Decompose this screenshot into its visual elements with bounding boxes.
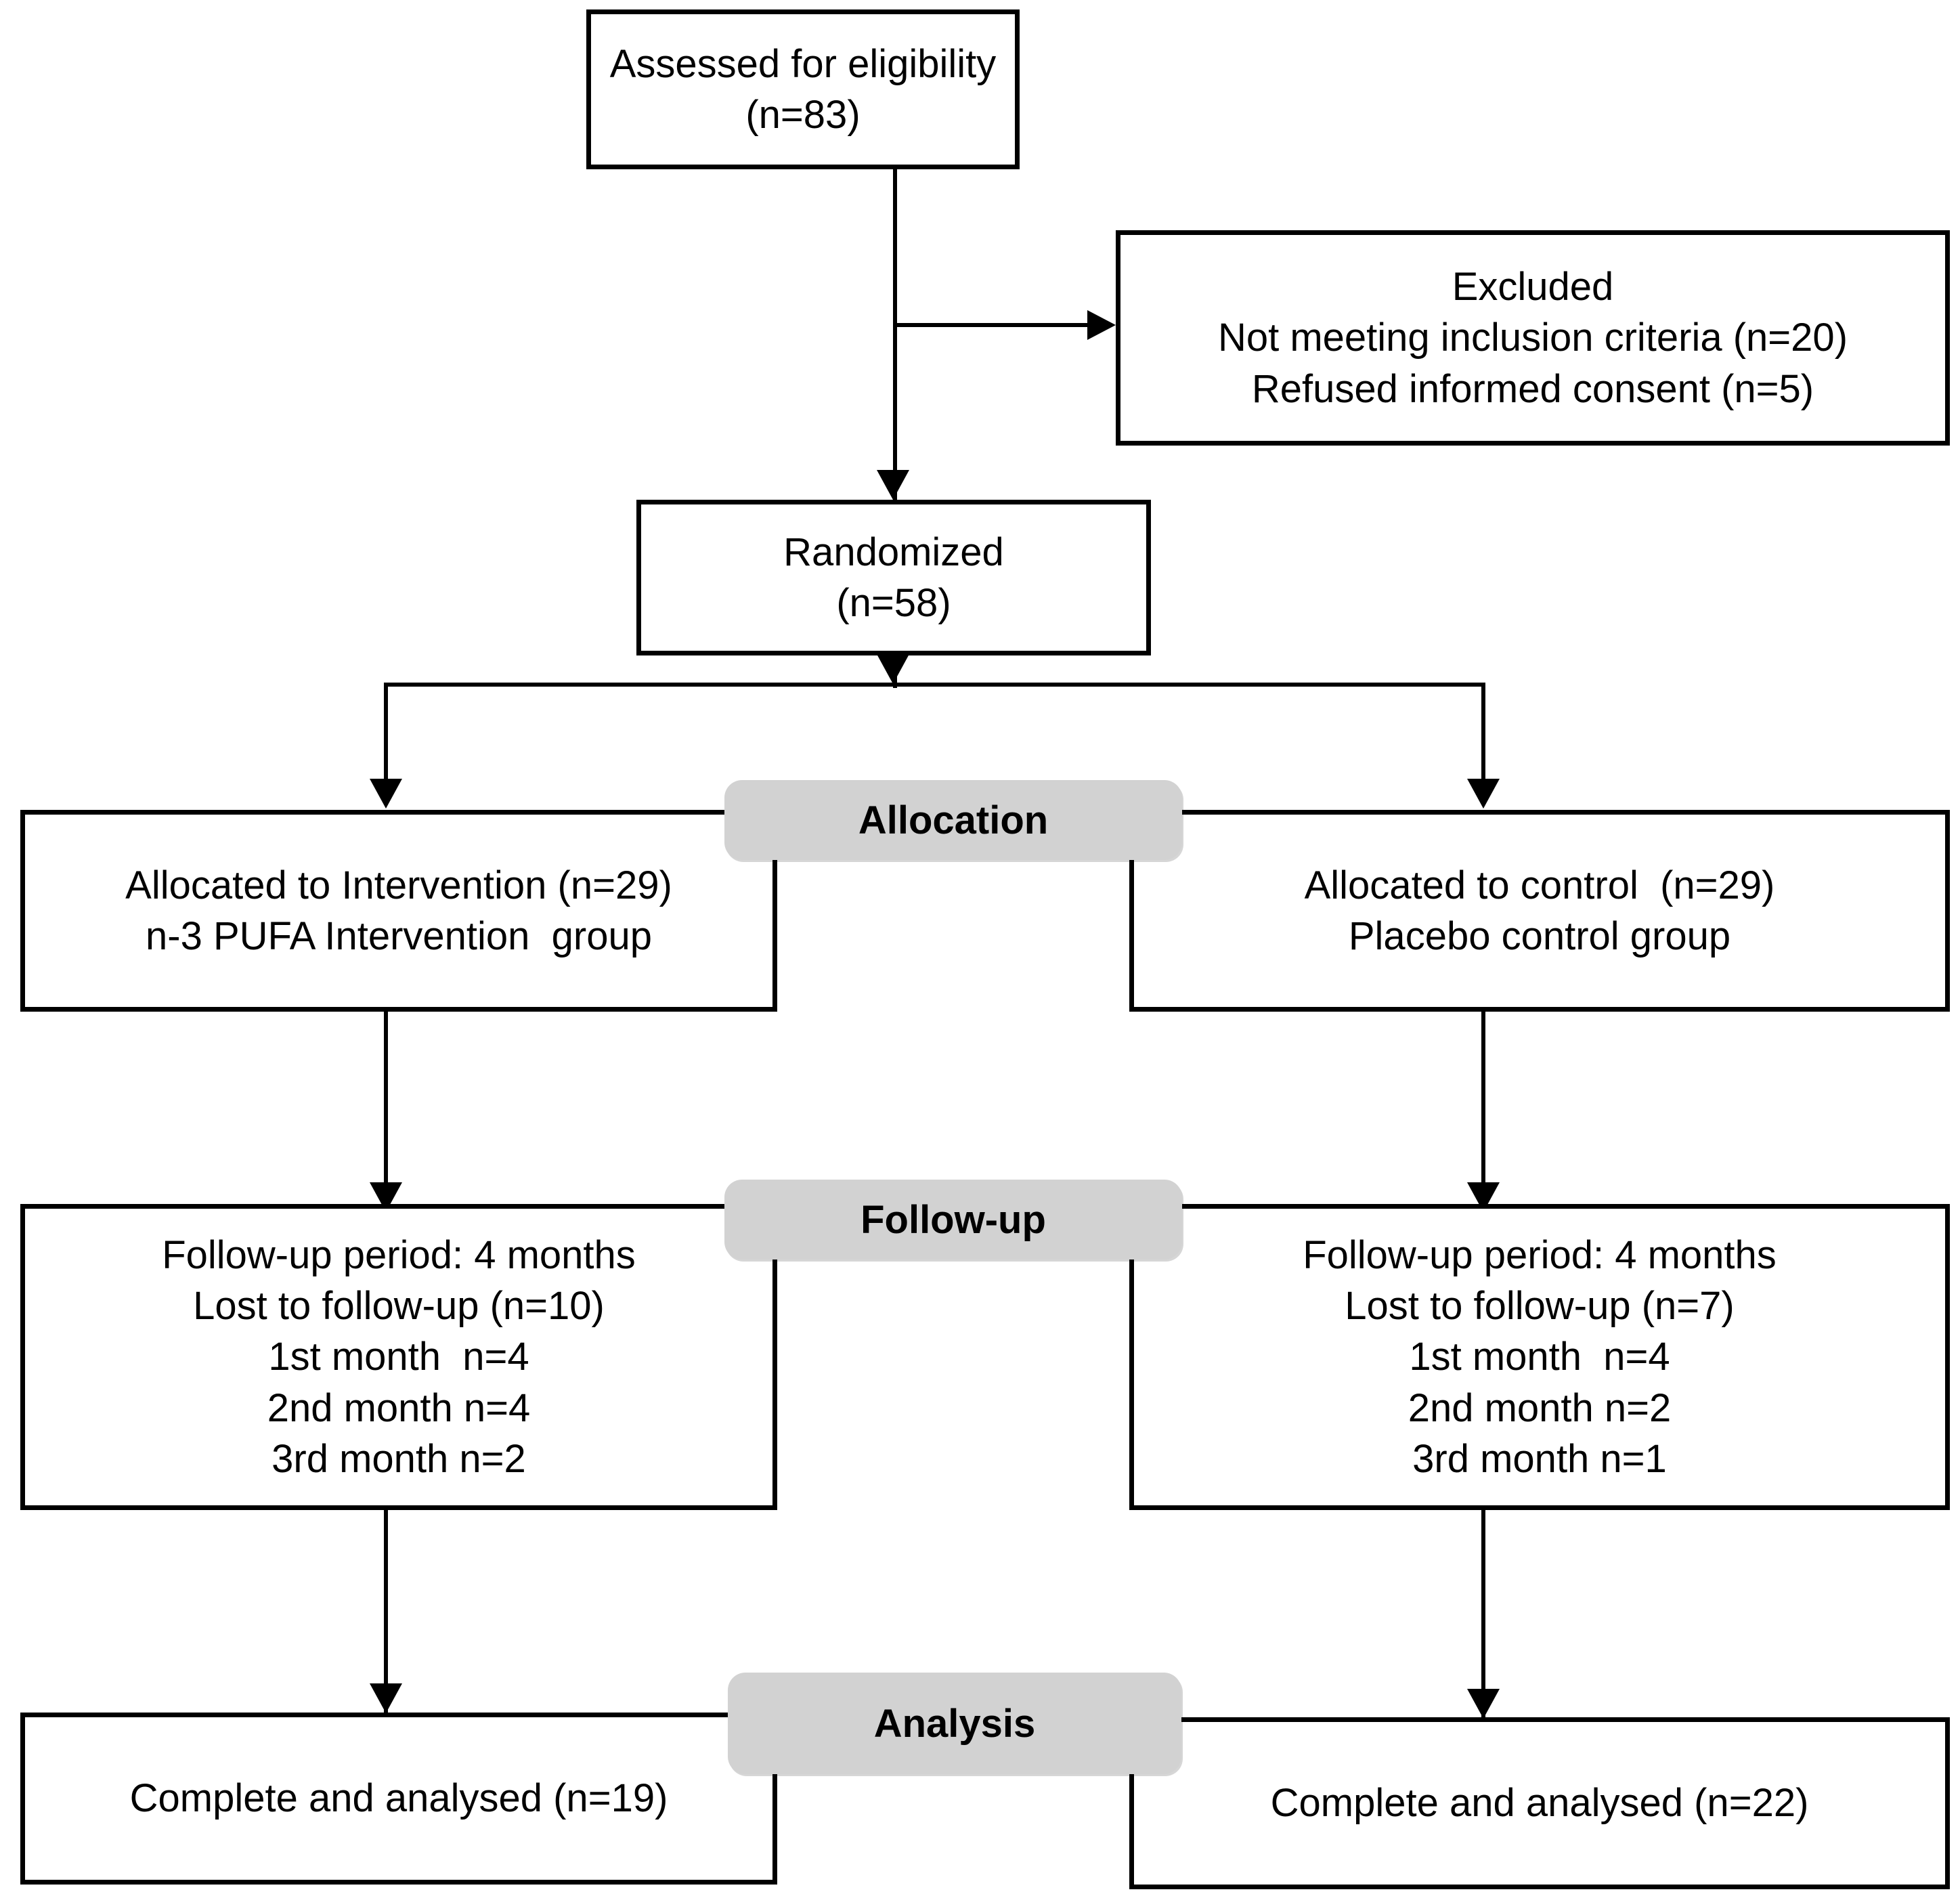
- arrowhead-to-randomized: [877, 470, 909, 500]
- connector-enrollment-trunk: [893, 169, 897, 500]
- stage-banner-followup: Follow-up: [724, 1180, 1182, 1260]
- arrowhead-to-allocation-right: [1467, 779, 1500, 809]
- box-line: Refused informed consent (n=5): [1251, 366, 1814, 411]
- box-line: Lost to follow-up (n=7): [1345, 1283, 1735, 1328]
- stage-banner-analysis: Analysis: [728, 1673, 1181, 1774]
- box-line: 3rd month n=1: [1412, 1437, 1667, 1482]
- box-line: 1st month n=4: [268, 1335, 529, 1379]
- box-line: 2nd month n=2: [1408, 1385, 1672, 1430]
- box-line: Allocated to control (n=29): [1304, 863, 1775, 907]
- connector-allocation-right-to-followup: [1481, 1012, 1485, 1194]
- arrowhead-to-excluded: [1087, 310, 1116, 340]
- box-analysis-control: Complete and analysed (n=22): [1129, 1717, 1950, 1889]
- box-line: Not meeting inclusion criteria (n=20): [1217, 316, 1848, 360]
- box-line: Complete and analysed (n=22): [1270, 1781, 1809, 1826]
- connector-allocation-left-to-followup: [384, 1012, 388, 1194]
- arrowhead-to-allocation-left: [370, 779, 402, 809]
- connector-excluded-horizontal: [893, 323, 1089, 327]
- arrowhead-to-analysis-left: [370, 1683, 402, 1713]
- box-excluded: Excluded Not meeting inclusion criteria …: [1116, 230, 1950, 446]
- box-line: Excluded: [1452, 264, 1614, 309]
- stage-banner-label: Analysis: [873, 1701, 1036, 1746]
- box-line: Allocated to Intervention (n=29): [125, 863, 672, 907]
- box-randomized: Randomized (n=58): [636, 500, 1151, 655]
- stage-banner-allocation: Allocation: [724, 780, 1182, 860]
- box-line: 1st month n=4: [1409, 1335, 1670, 1379]
- arrowhead-to-analysis-right: [1467, 1689, 1500, 1719]
- box-line: Placebo control group: [1348, 914, 1731, 958]
- box-allocation-intervention: Allocated to Intervention (n=29) n-3 PUF…: [20, 810, 777, 1012]
- box-line: Assessed for eligibility: [609, 41, 997, 86]
- box-allocation-control: Allocated to control (n=29) Placebo cont…: [1129, 810, 1950, 1012]
- box-line: Lost to follow-up (n=10): [193, 1283, 605, 1328]
- stage-banner-label: Allocation: [858, 798, 1049, 842]
- box-analysis-intervention: Complete and analysed (n=19): [20, 1713, 777, 1885]
- box-line: Follow-up period: 4 months: [1303, 1232, 1777, 1277]
- connector-followup-right-to-analysis: [1481, 1510, 1485, 1719]
- arrowhead-split-center: [877, 654, 909, 684]
- box-line: Complete and analysed (n=19): [129, 1776, 668, 1821]
- box-followup-control: Follow-up period: 4 months Lost to follo…: [1129, 1204, 1950, 1510]
- stage-banner-label: Follow-up: [861, 1197, 1046, 1242]
- connector-followup-left-to-analysis: [384, 1510, 388, 1713]
- box-followup-intervention: Follow-up period: 4 months Lost to follo…: [20, 1204, 777, 1510]
- box-line: (n=58): [836, 581, 951, 625]
- connector-split-right-drop: [1481, 683, 1485, 791]
- connector-split-left-drop: [384, 683, 388, 791]
- box-line: Randomized: [783, 530, 1004, 574]
- connector-split-horizontal: [386, 683, 1485, 687]
- box-line: 3rd month n=2: [271, 1437, 526, 1482]
- box-line: (n=83): [745, 93, 861, 137]
- box-line: 2nd month n=4: [267, 1385, 531, 1430]
- box-assessed-for-eligibility: Assessed for eligibility (n=83): [586, 9, 1020, 169]
- box-line: Follow-up period: 4 months: [162, 1232, 636, 1277]
- box-line: n-3 PUFA Intervention group: [146, 914, 652, 958]
